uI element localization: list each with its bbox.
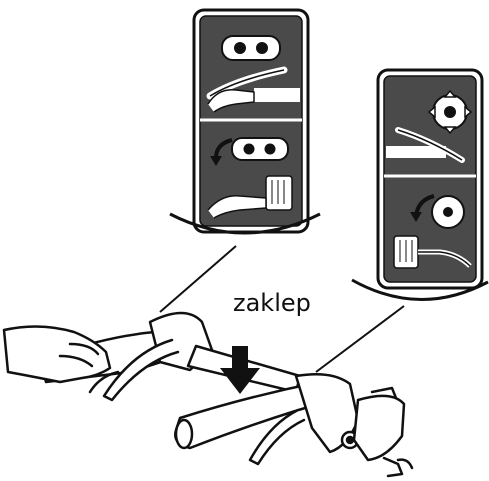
brake-pad-icon (222, 36, 280, 60)
left-leader-line (160, 246, 236, 312)
gear-cog-panel (378, 70, 482, 288)
hand (4, 326, 110, 382)
handlebar-illustration (4, 313, 412, 476)
shifter-cluster (354, 396, 404, 460)
right-leader-line (316, 306, 404, 372)
lock-caption: zaklep (233, 289, 311, 317)
brake-lever-panel (194, 10, 308, 232)
lock-down-arrow-icon (220, 346, 260, 394)
